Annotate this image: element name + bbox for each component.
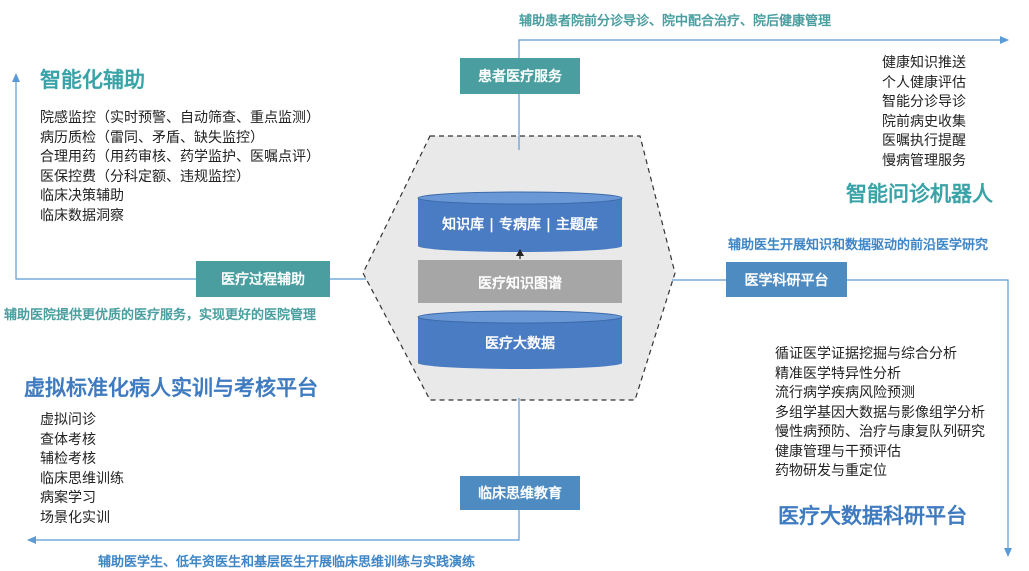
big-data-cylinder <box>417 310 623 369</box>
bottom-caption: 辅助医学生、低年资医生和基层医生开展临床思维训练与实践演练 <box>98 555 476 570</box>
list-item: 合理用药（用药审核、药学监护、医嘱点评） <box>40 149 320 165</box>
left-connector <box>12 73 196 280</box>
right-item-list: 循证医学证据挖掘与综合分析 精准医学特异性分析 流行病学疾病风险预测 多组学基因… <box>775 345 985 482</box>
list-item: 药物研发与重定位 <box>775 463 887 479</box>
knowledge-graph-block <box>418 260 622 303</box>
list-item: 智能分诊导诊 <box>882 94 966 110</box>
list-item: 查体考核 <box>40 431 96 448</box>
bottom-title: 虚拟标准化病人实训与考核平台 <box>24 376 318 400</box>
top-connector <box>518 36 1009 58</box>
bottom-item-list: 虚拟问诊 查体考核 辅检考核 临床思维训练 病案学习 场景化实训 <box>40 411 124 528</box>
list-item: 辅检考核 <box>40 451 96 467</box>
list-item: 院感监控（实时预警、自动筛查、重点监测） <box>40 110 320 126</box>
list-item: 病案学习 <box>40 490 96 506</box>
list-item: 循证医学证据挖掘与综合分析 <box>775 346 957 362</box>
top-title: 智能问诊机器人 <box>846 182 993 206</box>
list-item: 慢病管理服务 <box>882 152 966 169</box>
list-item: 多组学基因大数据与影像组学分析 <box>775 404 985 421</box>
list-item: 场景化实训 <box>40 509 110 526</box>
list-item: 临床数据洞察 <box>40 207 124 224</box>
process-assist-box: 医疗过程辅助 <box>196 261 330 297</box>
list-item: 健康管理与干预评估 <box>775 443 901 460</box>
list-item: 健康知识推送 <box>882 55 966 71</box>
research-platform-box: 医学科研平台 <box>726 262 847 297</box>
list-item: 虚拟问诊 <box>40 412 96 428</box>
big-data-label: 医疗大数据 <box>485 336 555 352</box>
list-item: 流行病学疾病风险预测 <box>775 385 915 401</box>
list-item: 精准医学特异性分析 <box>775 365 901 382</box>
right-connector <box>847 279 1012 557</box>
left-item-list: 院感监控（实时预警、自动筛查、重点监测） 病历质检（雷同、矛盾、缺失监控） 合理… <box>40 109 320 226</box>
top-caption: 辅助患者院前分诊导诊、院中配合治疗、院后健康管理 <box>519 14 832 29</box>
right-caption: 辅助医生开展知识和数据驱动的前沿医学研究 <box>728 238 989 253</box>
list-item: 病历质检（雷同、矛盾、缺失监控） <box>40 129 264 146</box>
top-item-list: 健康知识推送 个人健康评估 智能分诊导诊 院前病史收集 医嘱执行提醒 慢病管理服… <box>882 54 966 171</box>
list-item: 临床思维训练 <box>40 470 124 487</box>
knowledge-db-cylinder <box>417 191 623 252</box>
patient-service-box: 患者医疗服务 <box>460 58 580 94</box>
list-item: 个人健康评估 <box>882 74 966 91</box>
list-item: 临床决策辅助 <box>40 188 124 204</box>
bottom-connector <box>27 510 520 544</box>
list-item: 医嘱执行提醒 <box>882 133 966 149</box>
list-item: 医保控费（分科定额、违规监控） <box>40 168 250 185</box>
clinical-education-box: 临床思维教育 <box>460 476 580 510</box>
knowledge-db-label: 知识库 | 专病库 | 主题库 <box>442 217 598 233</box>
list-item: 院前病史收集 <box>882 113 966 130</box>
left-caption: 辅助医院提供更优质的医疗服务，实现更好的医院管理 <box>4 308 317 323</box>
right-title: 医疗大数据科研平台 <box>778 504 967 528</box>
left-title: 智能化辅助 <box>40 68 145 92</box>
list-item: 慢性病预防、治疗与康复队列研究 <box>775 424 985 440</box>
knowledge-graph-label: 医疗知识图谱 <box>478 276 562 292</box>
